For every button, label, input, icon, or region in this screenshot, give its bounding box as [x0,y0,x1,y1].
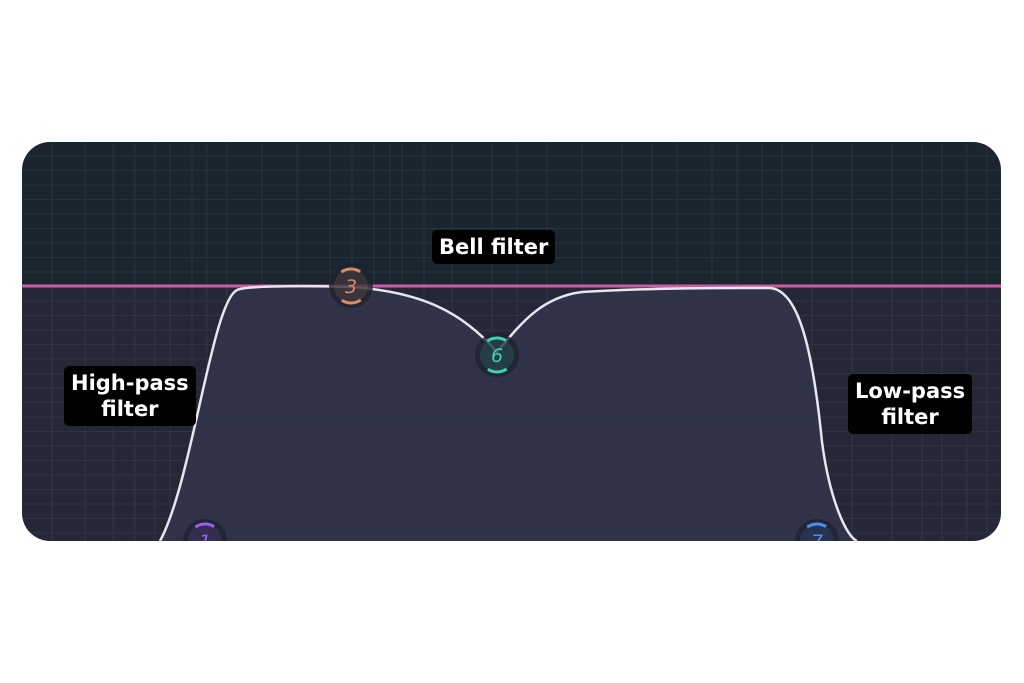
node-number: 3 [345,276,357,298]
curve-fill [160,286,857,541]
high-pass-text-1: High-pass [71,371,189,395]
eq-node-3[interactable]: 3 [327,262,374,309]
eq-node-1[interactable]: 1 [181,517,228,541]
node-ring [798,522,836,541]
node-ring [478,336,516,374]
node-body [795,519,839,541]
node-body [475,333,519,377]
node-number: 1 [199,531,211,541]
eq-graph: 1 3 6 7 [22,142,1001,541]
low-pass-text-1: Low-pass [855,379,966,403]
eq-node-7[interactable]: 7 [793,517,840,541]
node-body [329,264,373,308]
node-ring [332,267,370,305]
eq-node-6[interactable]: 6 [473,331,520,378]
bell-filter-label: Bell filter [432,230,556,264]
node-number: 6 [491,345,503,367]
eq-curve [158,284,858,541]
low-pass-text-2: filter [881,405,939,429]
eq-panel: 1 3 6 7 [22,142,1001,541]
node-body [183,519,227,541]
node-ring [186,522,224,541]
node-number: 7 [811,531,823,541]
bell-filter-text: Bell filter [439,235,549,259]
high-pass-text-2: filter [101,397,159,421]
